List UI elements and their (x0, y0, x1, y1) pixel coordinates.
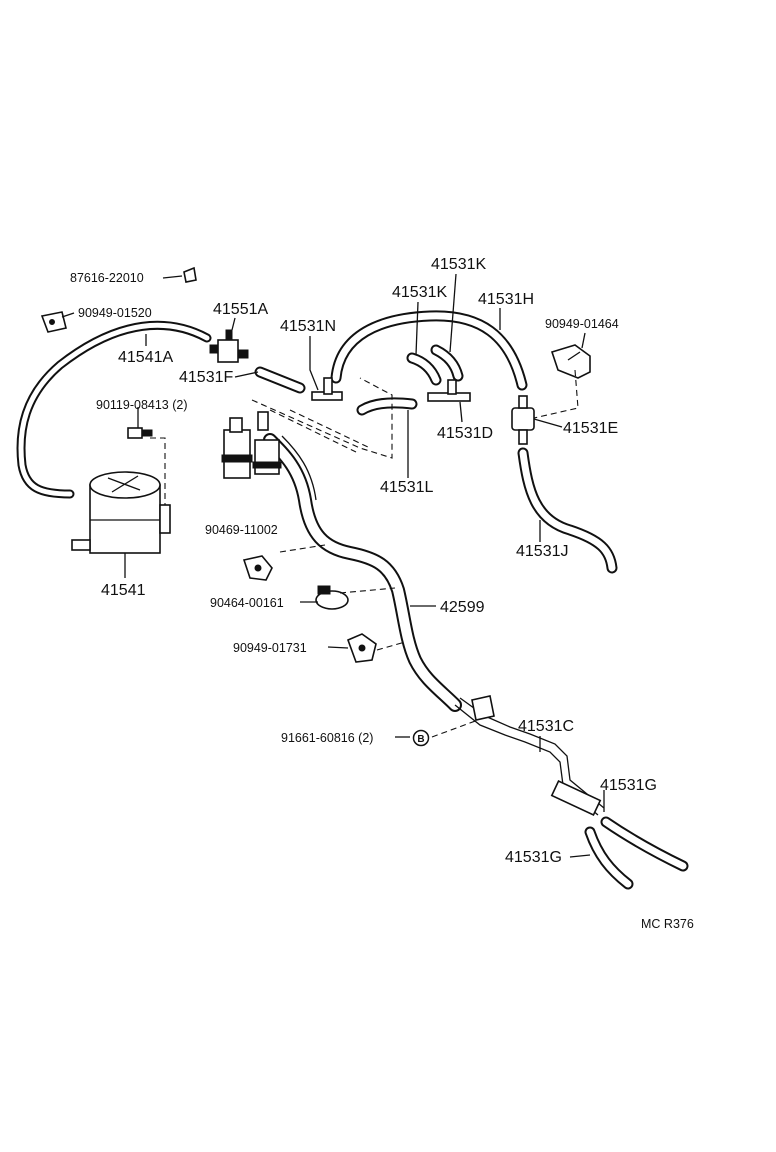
label-90949-01520: 90949-01520 (78, 306, 152, 320)
clip-90949-01520 (40, 311, 67, 333)
filter-41531E (511, 395, 535, 445)
label-90464-00161: 90464-00161 (210, 596, 284, 610)
label-90119-08413: 90119-08413 (2) (96, 398, 188, 412)
circle-b-letter: B (417, 734, 424, 745)
hose-41531J (517, 447, 618, 574)
leader-lines (61, 273, 605, 858)
label-41531D: 41531D (437, 425, 493, 442)
label-41531H: 41531H (478, 291, 534, 308)
label-41531L: 41531L (380, 479, 433, 496)
label-41531G-right: 41531G (600, 777, 657, 794)
label-42599: 42599 (440, 599, 485, 616)
hose-41531G-right (600, 816, 689, 872)
label-41531G-left: 41531G (505, 849, 562, 866)
label-41531E: 41531E (563, 420, 618, 437)
label-41531K-mid: 41531K (392, 284, 447, 301)
label-87616-22010: 87616-22010 (70, 271, 144, 285)
label-41551A: 41551A (213, 301, 268, 318)
circle-b-marker: B (412, 729, 430, 747)
vsv-41551A (209, 329, 249, 363)
parts (40, 266, 591, 721)
line-41531C (454, 697, 605, 817)
tee-41531N (311, 377, 343, 401)
bracket-91661-60816 (471, 695, 495, 721)
hoses (16, 310, 689, 890)
hose-41531K-1 (406, 352, 442, 386)
tee-41531D (427, 379, 471, 402)
hose-42599 (263, 433, 462, 712)
label-41541: 41541 (101, 582, 146, 599)
label-90469-11002: 90469-11002 (205, 523, 278, 537)
hose-41541A (16, 320, 212, 499)
label-41531N: 41531N (280, 318, 336, 335)
solenoid-group (221, 411, 282, 479)
clip-87616-22010 (183, 266, 197, 283)
dashed-lines (150, 369, 579, 738)
hose-41531G-left (584, 826, 634, 890)
part-labels: 87616-22010 90949-01520 41541A 41551A 41… (70, 256, 694, 931)
clamp-90464-00161 (315, 585, 349, 610)
label-41541A: 41541A (118, 349, 173, 366)
hose-41531K-2 (430, 344, 464, 382)
hose-41531L (356, 397, 418, 416)
canister-41541 (71, 471, 171, 554)
label-90949-01731: 90949-01731 (233, 641, 307, 655)
hose-41531H (330, 310, 528, 391)
label-41531K-top: 41531K (431, 256, 486, 273)
label-41531J: 41531J (516, 543, 569, 560)
label-91661-60816: 91661-60816 (2) (281, 731, 373, 745)
label-90949-01464: 90949-01464 (545, 317, 619, 331)
clip-90949-01731 (346, 633, 377, 663)
label-41531F: 41531F (179, 369, 233, 386)
label-41531C: 41531C (518, 718, 574, 735)
bolt-90119-08413 (127, 427, 153, 439)
clip-90469-11002 (242, 555, 273, 581)
bracket-90949-01464 (550, 344, 591, 379)
hose-41531F (254, 366, 306, 394)
reference-code: MC R376 (641, 917, 694, 931)
